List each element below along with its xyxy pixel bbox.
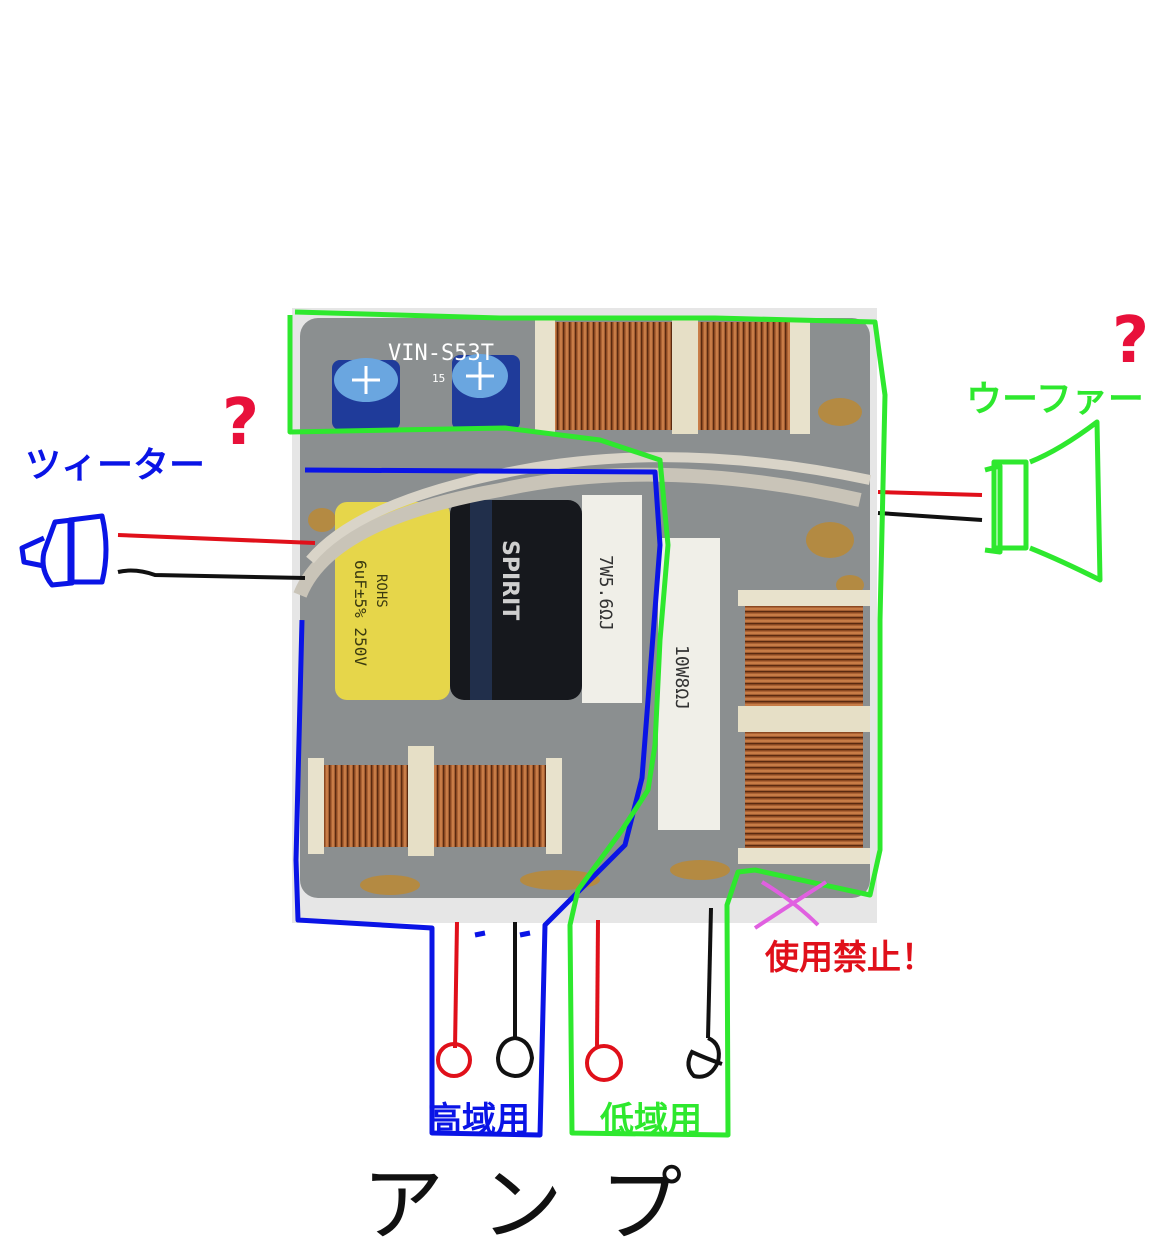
- board-model-text: VIN-S53T: [388, 341, 494, 366]
- board-model-subtext: 15: [432, 372, 445, 385]
- low-band-label: 低域用: [600, 1100, 702, 1140]
- inductor-coil-bottom: [308, 746, 562, 856]
- forbidden-label: 使用禁止！: [765, 938, 935, 978]
- inductor-coil-top: [535, 318, 810, 434]
- electrolytic-capacitor: [332, 358, 400, 430]
- low-band-terminals: [585, 907, 723, 1082]
- high-band-terminals: [436, 921, 535, 1079]
- capacitor-rohs-text: ROHS: [373, 574, 389, 608]
- tweeter-label: ツィーター: [25, 445, 206, 486]
- film-capacitor: 6uF±5% 250V ROHS: [335, 502, 450, 700]
- woofer-positive-wire: [877, 490, 983, 497]
- board-lead-wire: [306, 452, 872, 564]
- black-capacitor: SPIRIT: [450, 500, 582, 700]
- woofer-question-mark: ?: [1112, 304, 1150, 378]
- low-band-outline: [287, 309, 888, 1138]
- high-band-gap-marks: [474, 930, 531, 938]
- woofer-negative-wire: [877, 511, 983, 522]
- capacitor-rating-text: 6uF±5% 250V: [351, 560, 370, 666]
- tweeter-icon: [19, 513, 109, 588]
- capacitor-brand-text: SPIRIT: [497, 540, 522, 620]
- high-band-outline: [293, 467, 663, 1138]
- inductor-coil-right: [738, 590, 870, 864]
- resistor-8-ohm: 10W8ΩJ: [658, 538, 720, 830]
- crossover-board: VIN-S53T 15 6uF±5% 250V ROHS SPIRIT: [292, 308, 877, 923]
- resistor-1-text: 7W5.6ΩJ: [595, 555, 616, 631]
- woofer-label: ウーファー: [966, 379, 1144, 420]
- board-lead-wire: [293, 467, 862, 598]
- tweeter-question-mark: ?: [222, 386, 260, 460]
- high-band-label: 高域用: [428, 1100, 530, 1140]
- tweeter-negative-wire: [117, 568, 306, 580]
- resistor-5-6-ohm: 7W5.6ΩJ: [582, 495, 642, 703]
- electrolytic-capacitor: [452, 354, 520, 430]
- tweeter-positive-wire: [117, 533, 316, 545]
- amp-label: アンプ: [362, 1158, 723, 1253]
- resistor-2-text: 10W8ΩJ: [671, 645, 692, 710]
- woofer-icon: [984, 419, 1103, 583]
- forbidden-cross-mark: [753, 880, 828, 930]
